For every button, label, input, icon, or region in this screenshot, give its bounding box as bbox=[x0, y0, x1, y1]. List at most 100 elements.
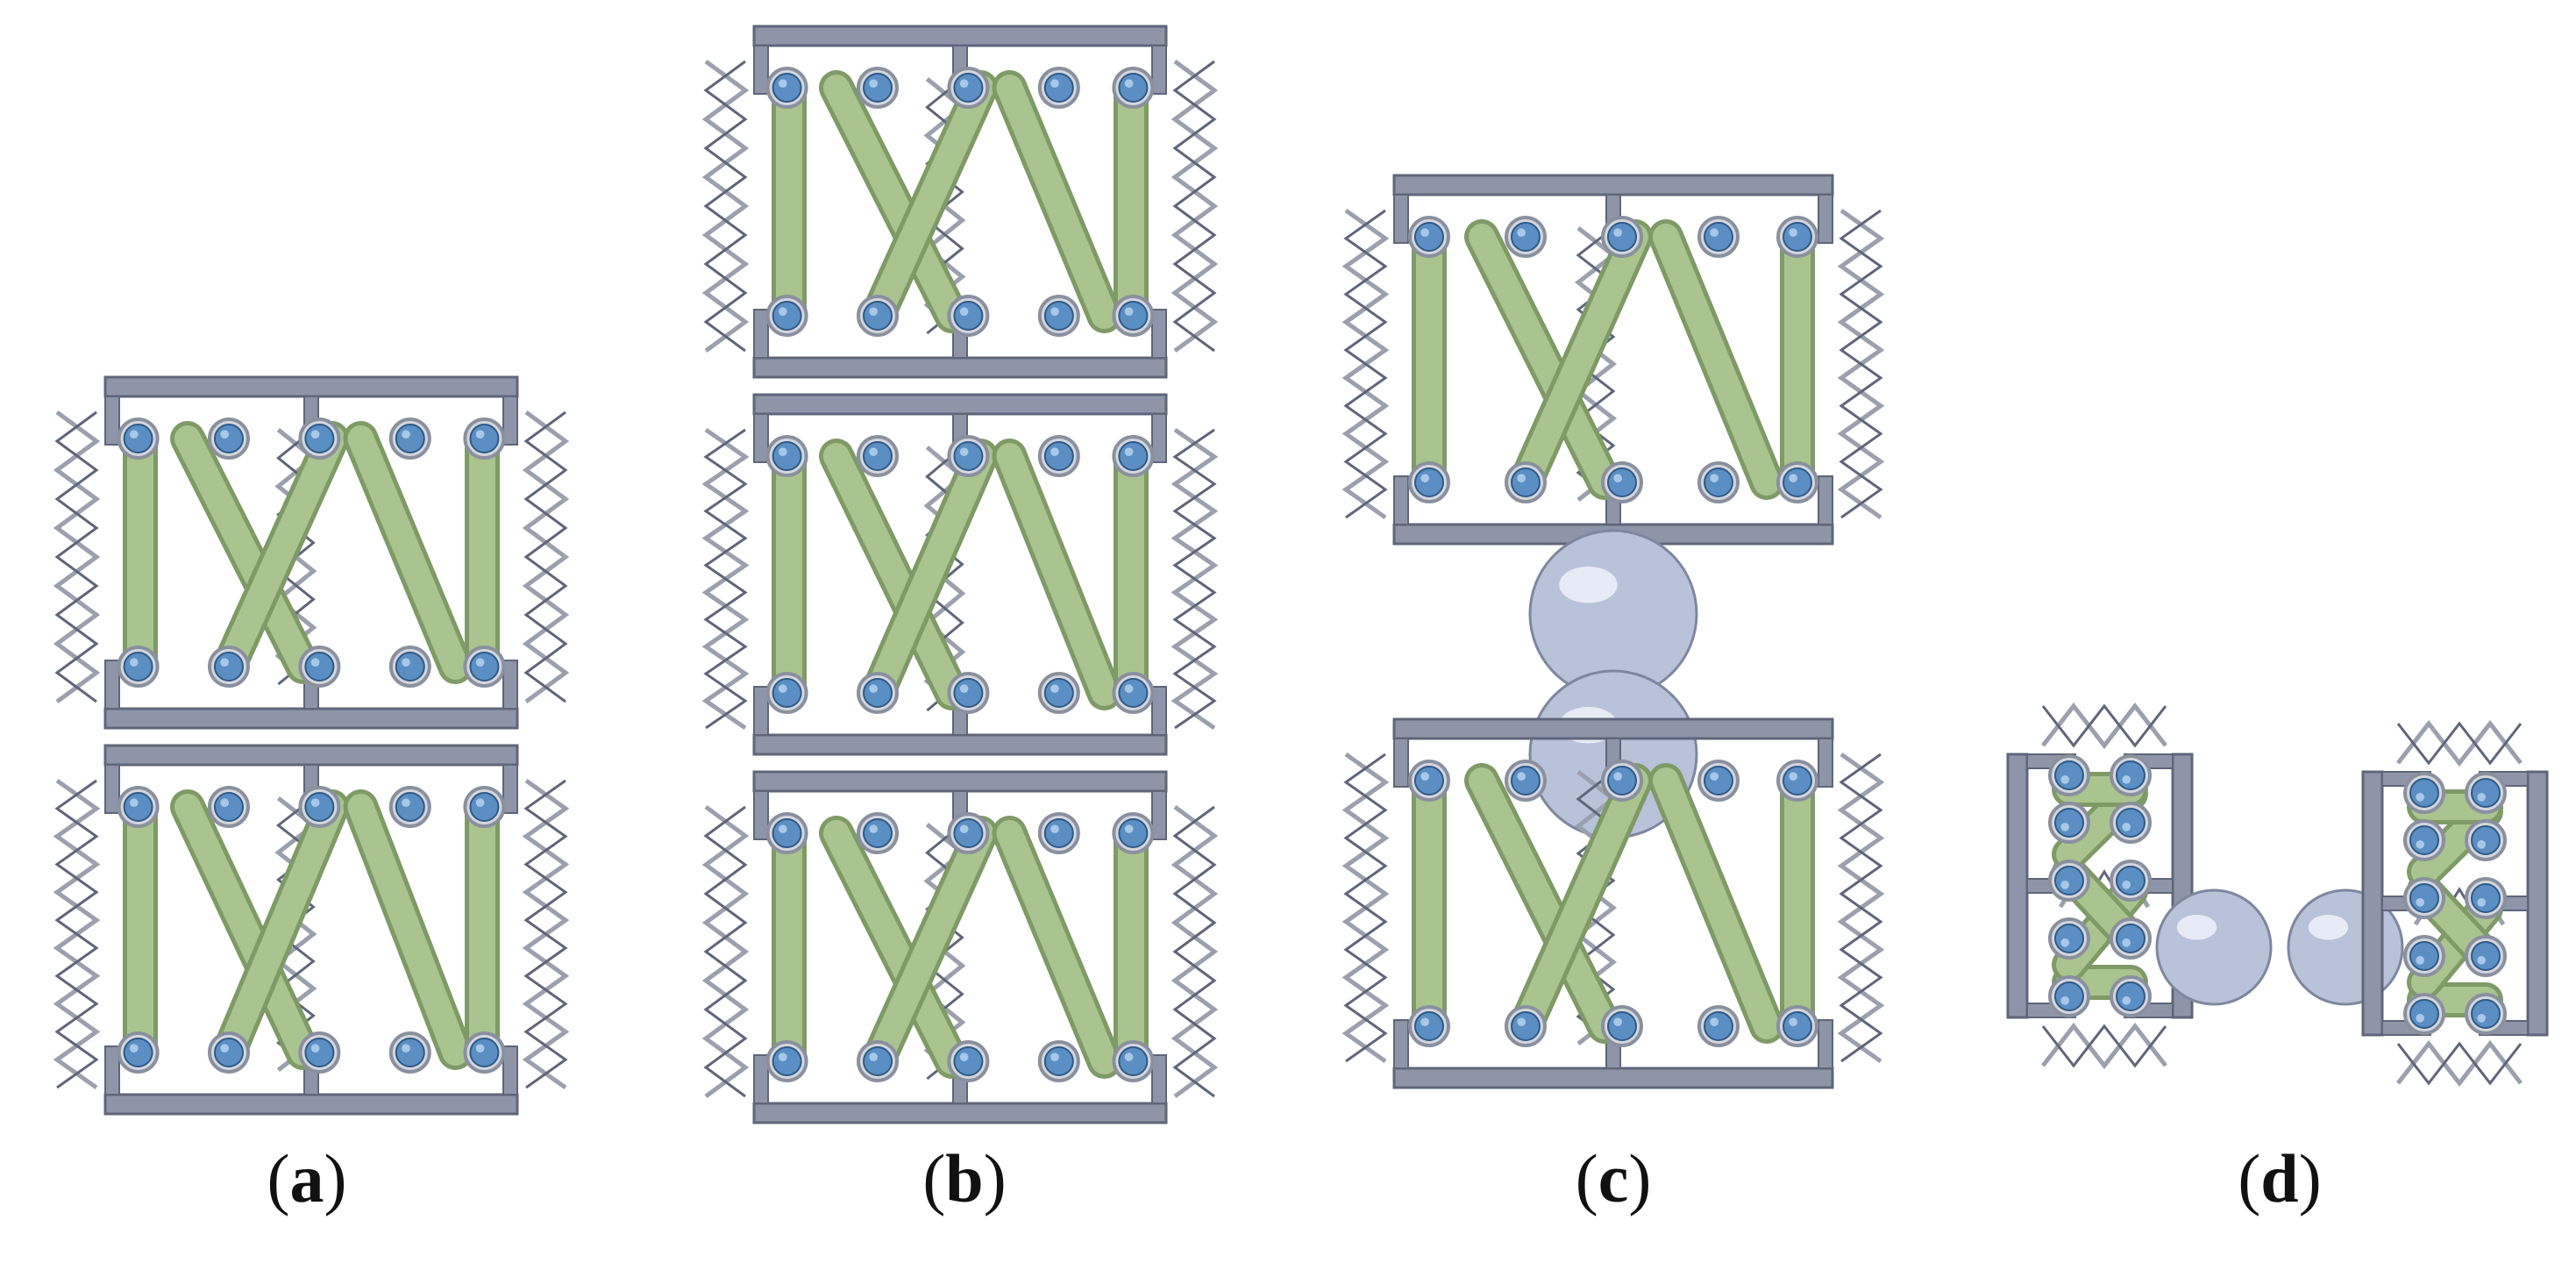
frame-bracket bbox=[753, 309, 769, 359]
ball-joint bbox=[2048, 802, 2090, 844]
ball-joint bbox=[1112, 1040, 1155, 1082]
frame-bracket bbox=[753, 1054, 769, 1104]
ball-joint bbox=[947, 672, 990, 714]
ball-joint bbox=[2048, 975, 2090, 1017]
ball-joint bbox=[208, 786, 250, 828]
frame-plate bbox=[752, 1102, 1168, 1124]
ball-joint bbox=[857, 67, 899, 109]
robot-module bbox=[701, 393, 1219, 756]
lattice-spring bbox=[1171, 804, 1219, 1099]
frame-bracket bbox=[1818, 194, 1833, 244]
lattice-spring bbox=[2041, 1022, 2167, 1070]
ball-joint bbox=[947, 295, 990, 337]
ball-joint bbox=[1112, 435, 1155, 477]
panel-d bbox=[2006, 702, 2549, 1088]
panel-c bbox=[1341, 174, 1885, 1089]
ball-joint bbox=[947, 1040, 990, 1082]
linear-actuator bbox=[860, 439, 999, 710]
lattice-spring bbox=[701, 804, 750, 1099]
ball-joint bbox=[1408, 760, 1450, 802]
frame-bracket bbox=[1151, 413, 1167, 463]
ball-joint bbox=[765, 1040, 808, 1082]
ball-joint bbox=[2403, 877, 2445, 919]
lattice-spring bbox=[2396, 1039, 2523, 1088]
ball-joint bbox=[298, 786, 341, 828]
ball-joint bbox=[117, 417, 160, 460]
caption-c-letter: c bbox=[1598, 1140, 1629, 1217]
linear-actuator bbox=[1508, 763, 1653, 1044]
tilted-module bbox=[2006, 702, 2194, 1070]
ball-joint bbox=[1601, 216, 1643, 258]
lattice-spring bbox=[53, 410, 101, 704]
frame-bracket bbox=[1393, 1019, 1409, 1069]
frame-bracket bbox=[502, 1045, 518, 1095]
ball-joint bbox=[117, 646, 160, 688]
lattice-spring bbox=[1837, 752, 1885, 1064]
linear-actuator bbox=[211, 789, 350, 1070]
frame-plate bbox=[2526, 770, 2549, 1037]
ball-joint bbox=[947, 67, 990, 109]
frame-bracket bbox=[1818, 475, 1833, 525]
frame-plate bbox=[752, 356, 1168, 379]
ball-joint bbox=[947, 435, 990, 477]
ball-joint bbox=[1776, 461, 1818, 503]
ball-joint bbox=[2403, 935, 2445, 977]
ball-joint bbox=[1601, 461, 1643, 503]
ball-joint bbox=[1776, 760, 1818, 802]
robot-module bbox=[53, 744, 570, 1116]
linear-actuator bbox=[170, 421, 321, 684]
frame-bracket bbox=[753, 686, 769, 736]
ball-joint bbox=[1112, 67, 1155, 109]
ball-joint bbox=[1037, 295, 1080, 337]
robot-module bbox=[53, 375, 570, 730]
frame-bracket bbox=[1151, 309, 1167, 359]
ball-joint bbox=[1697, 760, 1740, 802]
lattice-spring bbox=[1171, 59, 1219, 353]
ball-joint bbox=[765, 295, 808, 337]
linear-actuator bbox=[211, 421, 350, 684]
ball-joint bbox=[857, 435, 899, 477]
lattice-spring bbox=[701, 59, 750, 353]
frame-bracket bbox=[1151, 790, 1167, 840]
lattice-spring bbox=[522, 778, 570, 1090]
frame-plate bbox=[752, 393, 1168, 416]
ball-joint bbox=[1776, 216, 1818, 258]
caption-c: (c) bbox=[1575, 1140, 1652, 1217]
ball-joint bbox=[2110, 975, 2152, 1017]
ball-joint bbox=[1505, 461, 1547, 503]
ball-joint bbox=[208, 1031, 250, 1074]
frame-bracket bbox=[753, 45, 769, 95]
frame-bracket bbox=[502, 660, 518, 710]
ball-joint bbox=[2465, 772, 2507, 814]
ball-joint bbox=[1776, 1005, 1818, 1047]
linear-actuator bbox=[1648, 763, 1784, 1044]
robot-module bbox=[701, 770, 1219, 1124]
linear-actuator bbox=[819, 816, 970, 1079]
ball-joint bbox=[1408, 1005, 1450, 1047]
ball-joint bbox=[2465, 877, 2507, 919]
lattice-spring bbox=[701, 427, 750, 731]
frame-bracket bbox=[1818, 738, 1833, 788]
frame-plate bbox=[103, 707, 519, 730]
ball-joint bbox=[2465, 935, 2507, 977]
caption-d-letter: d bbox=[2260, 1140, 2299, 1217]
linear-actuator bbox=[1508, 219, 1653, 500]
frame-bracket bbox=[104, 660, 120, 710]
lattice-spring bbox=[2041, 702, 2167, 750]
ball-joint bbox=[765, 812, 808, 854]
ball-joint bbox=[2403, 993, 2445, 1035]
lattice-spring bbox=[1341, 752, 1390, 1064]
frame-bracket bbox=[104, 396, 120, 446]
ball-joint bbox=[1037, 67, 1080, 109]
ball-joint bbox=[1408, 461, 1450, 503]
ball-joint bbox=[857, 672, 899, 714]
panel-b bbox=[701, 25, 1219, 1124]
robot-module bbox=[1341, 174, 1885, 546]
linear-actuator bbox=[343, 789, 473, 1070]
ball-joint bbox=[2048, 754, 2090, 796]
robot-module bbox=[1341, 717, 1885, 1089]
linear-actuator bbox=[170, 789, 321, 1070]
ball-joint bbox=[388, 646, 431, 688]
frame-bracket bbox=[104, 1045, 120, 1095]
frame-plate bbox=[103, 744, 519, 767]
